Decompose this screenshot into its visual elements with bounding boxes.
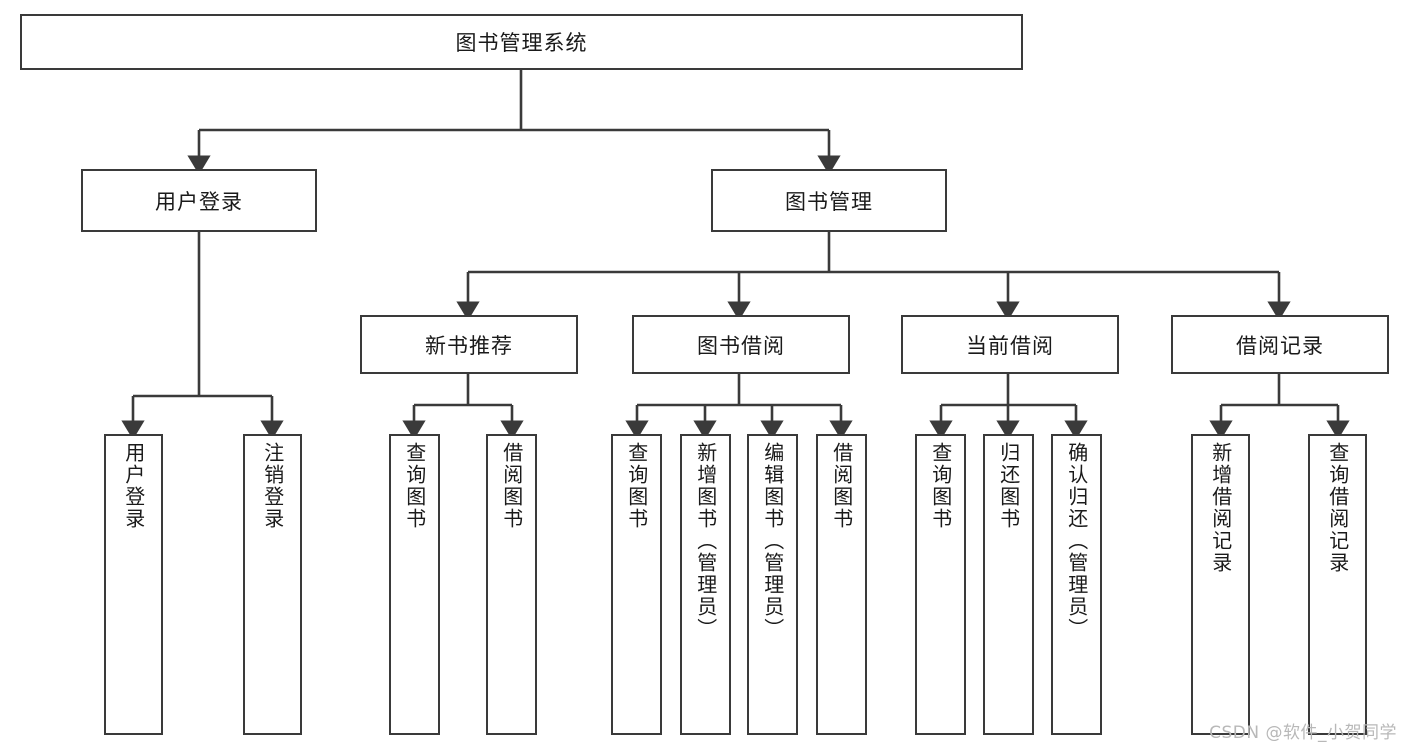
leaf-add-borrow-record[interactable]: 新增借阅记录 [1191,434,1250,735]
leaf-query-borrow-record-label: 查询借阅记录 [1325,442,1350,574]
leaf-user-login-label: 用户登录 [121,442,146,530]
node-book-management-label: 图书管理 [785,189,873,214]
leaf-query-book-current-label: 查询图书 [928,442,953,530]
leaf-add-book-admin-label: 新增图书（管理员） [693,442,718,640]
watermark-text: CSDN @软件_小贺同学 [1209,723,1397,743]
leaf-logout-label: 注销登录 [260,442,285,530]
node-book-borrow[interactable]: 图书借阅 [632,315,850,374]
leaf-borrow-book[interactable]: 借阅图书 [816,434,867,735]
leaf-borrow-book-newbook-label: 借阅图书 [499,442,524,530]
leaf-query-book-borrow[interactable]: 查询图书 [611,434,662,735]
node-borrow-records-label: 借阅记录 [1236,333,1324,358]
leaf-add-borrow-record-label: 新增借阅记录 [1208,442,1233,574]
node-root[interactable]: 图书管理系统 [20,14,1023,70]
node-user-login-label: 用户登录 [155,189,243,214]
node-current-borrow[interactable]: 当前借阅 [901,315,1119,374]
leaf-edit-book-admin-label: 编辑图书（管理员） [760,442,785,640]
leaf-query-borrow-record[interactable]: 查询借阅记录 [1308,434,1367,735]
node-new-book-recommend-label: 新书推荐 [425,333,513,358]
leaf-add-book-admin[interactable]: 新增图书（管理员） [680,434,731,735]
leaf-user-login[interactable]: 用户登录 [104,434,163,735]
leaf-borrow-book-label: 借阅图书 [829,442,854,530]
leaf-confirm-return-admin-label: 确认归还（管理员） [1064,442,1089,640]
leaf-return-book-label: 归还图书 [996,442,1021,530]
leaf-edit-book-admin[interactable]: 编辑图书（管理员） [747,434,798,735]
leaf-query-book-current[interactable]: 查询图书 [915,434,966,735]
node-book-borrow-label: 图书借阅 [697,333,785,358]
leaf-borrow-book-newbook[interactable]: 借阅图书 [486,434,537,735]
leaf-query-book-newbook-label: 查询图书 [402,442,427,530]
leaf-query-book-borrow-label: 查询图书 [624,442,649,530]
leaf-return-book[interactable]: 归还图书 [983,434,1034,735]
leaf-confirm-return-admin[interactable]: 确认归还（管理员） [1051,434,1102,735]
node-borrow-records[interactable]: 借阅记录 [1171,315,1389,374]
node-new-book-recommend[interactable]: 新书推荐 [360,315,578,374]
node-current-borrow-label: 当前借阅 [966,333,1054,358]
node-book-management[interactable]: 图书管理 [711,169,947,232]
node-root-label: 图书管理系统 [455,31,588,55]
node-user-login[interactable]: 用户登录 [81,169,317,232]
leaf-logout[interactable]: 注销登录 [243,434,302,735]
leaf-query-book-newbook[interactable]: 查询图书 [389,434,440,735]
